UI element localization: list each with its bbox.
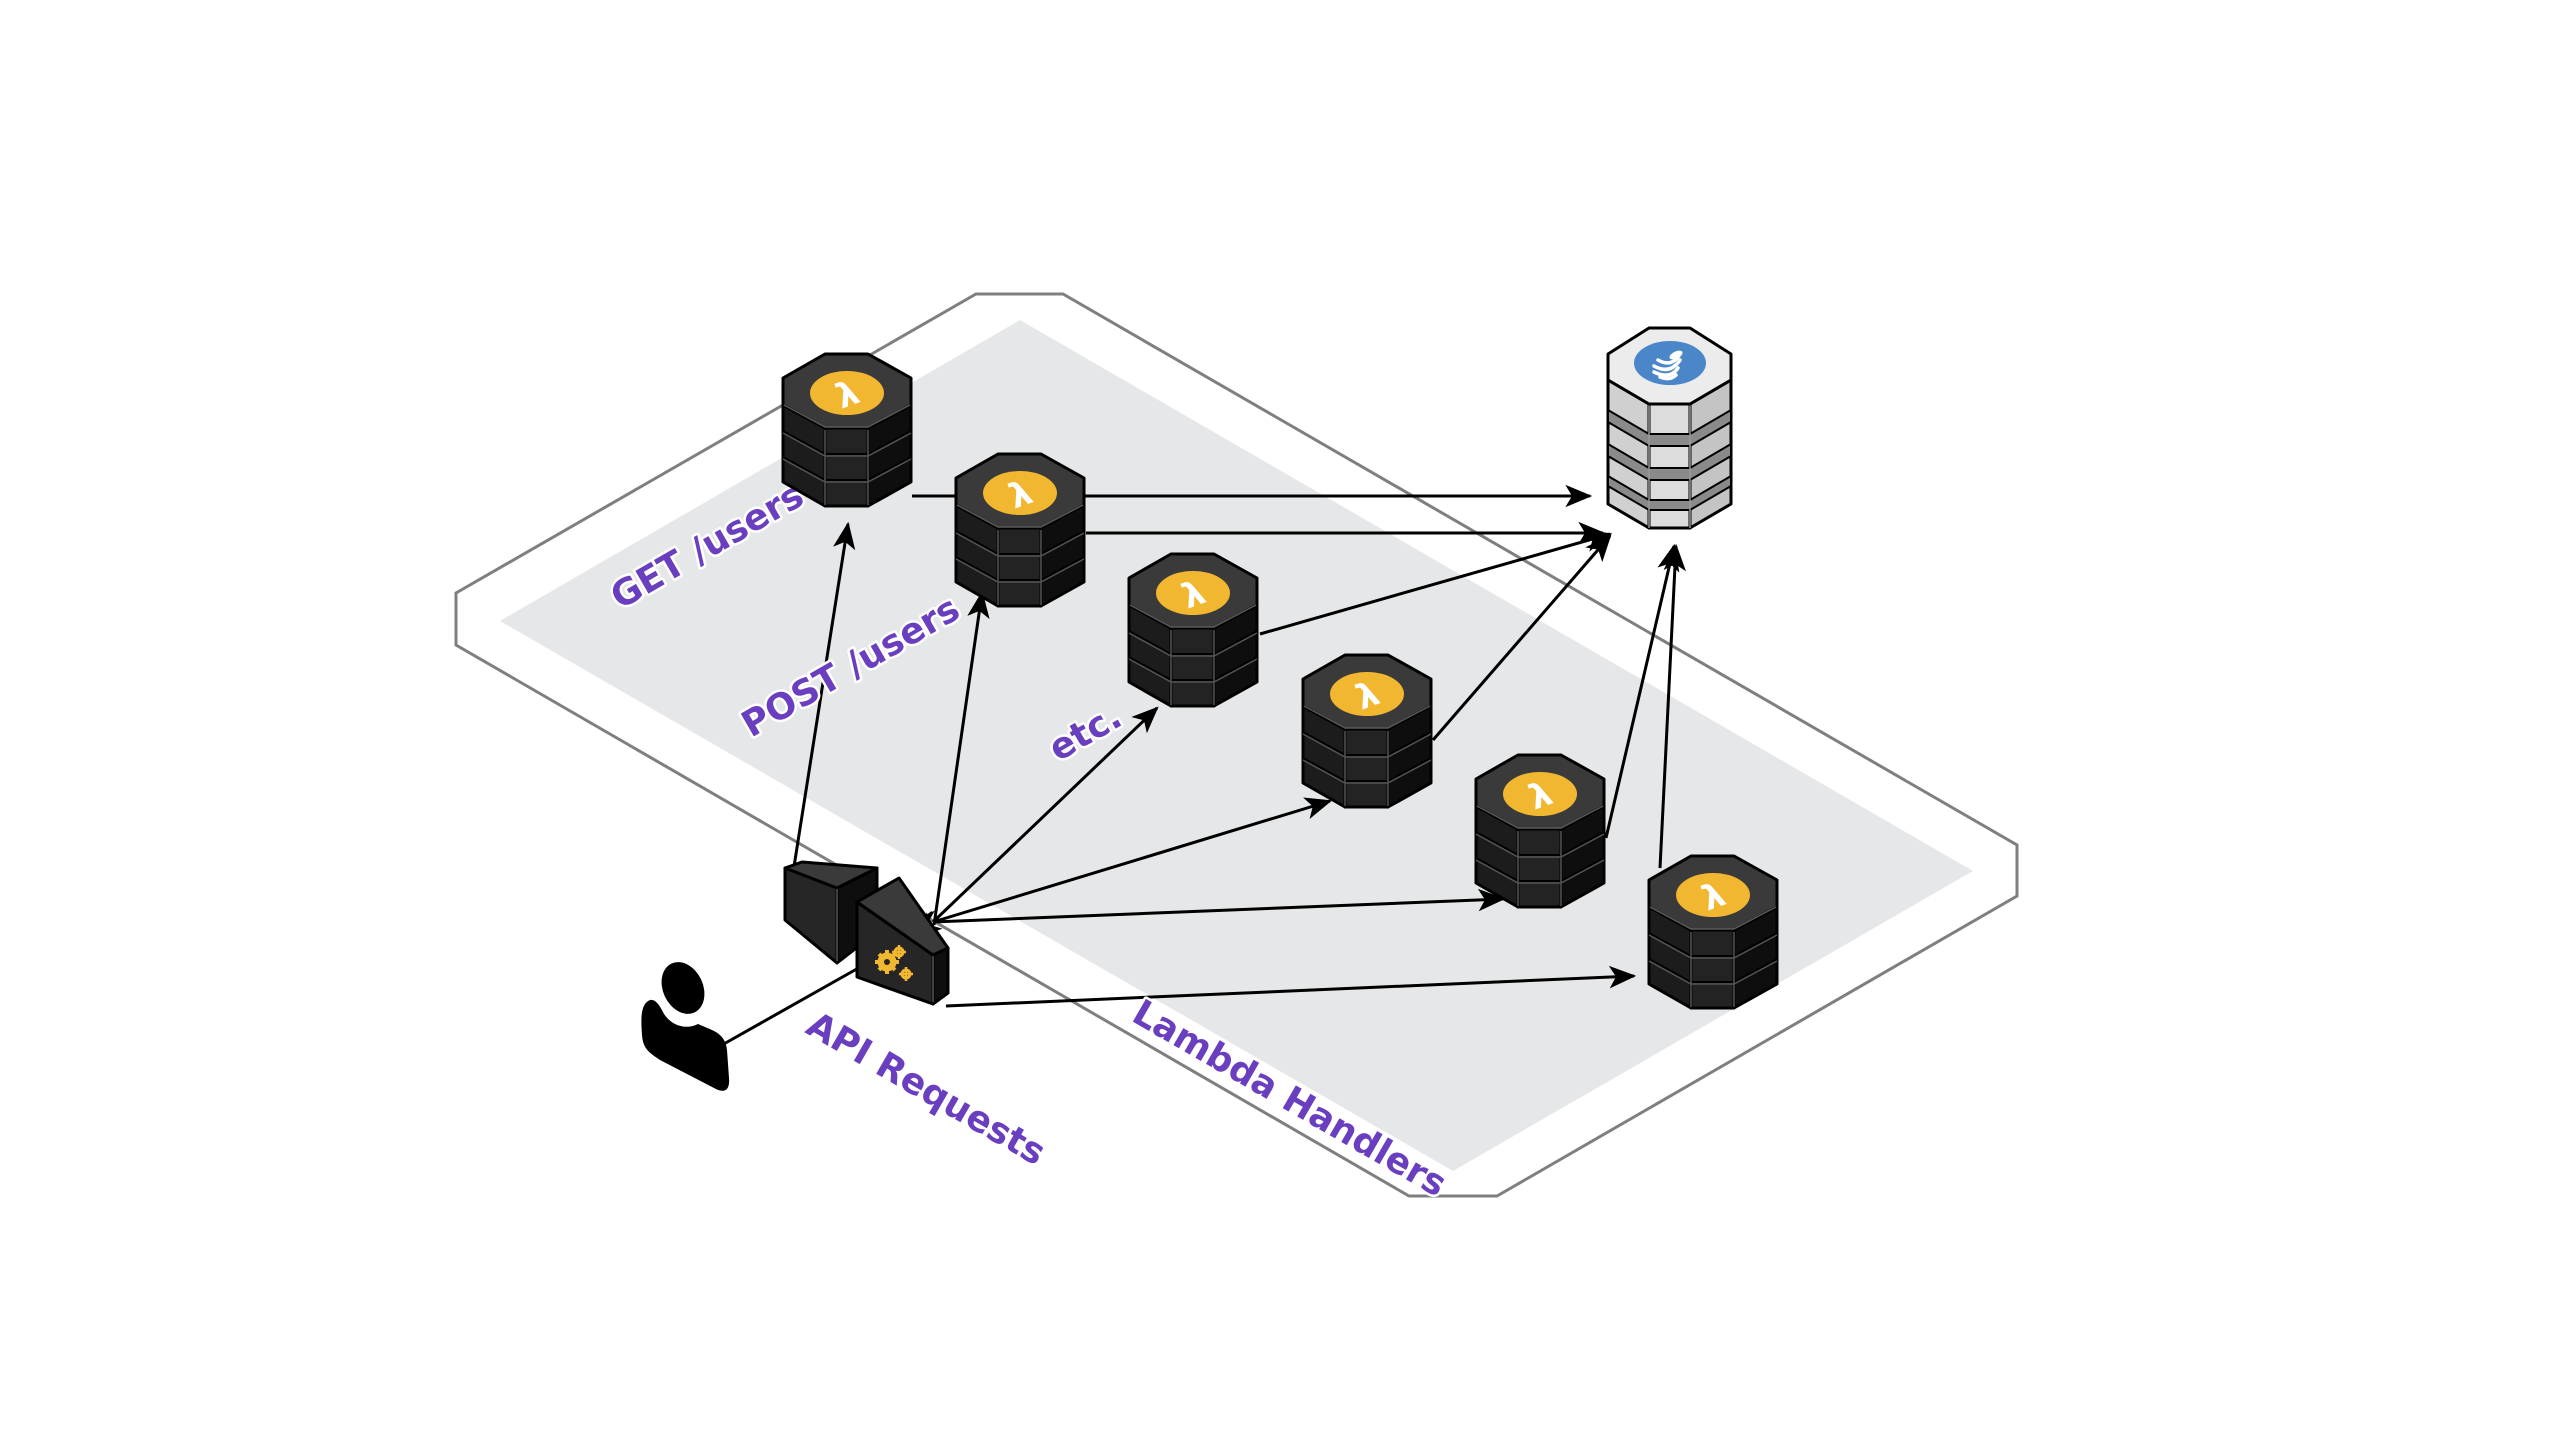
lambda-icon: λ [1156,571,1230,617]
lambda-node[interactable]: λ [1474,753,1606,909]
gears-icon [875,945,913,981]
edge-lambda-3-database [1259,529,1613,636]
user-node[interactable] [641,955,730,1091]
edge-lambda-4-database [1431,534,1612,741]
database-body [1606,378,1733,530]
lambda-icon: λ [810,371,884,417]
api-gateway-node[interactable] [783,860,950,1006]
platform-surface [500,320,1973,1171]
edge-lambda-6-database [1658,543,1687,869]
edge-user-gateway [721,964,863,1047]
lambda-node[interactable]: λ [1127,552,1259,708]
lambda-node[interactable]: λ [1301,653,1433,809]
lambda-node[interactable]: λ [1647,854,1779,1010]
database-node[interactable] [1606,326,1733,530]
lambda-icon: λ [983,471,1057,517]
edge-gateway-lambda-6 [945,965,1637,1008]
lambda-handlers: λ λ λ λ [781,352,1779,1010]
edge-lambda-5-database [1604,543,1680,839]
lambda-node[interactable]: λ [954,452,1086,608]
edges [721,484,1687,1047]
user-icon [641,962,730,1091]
edge-gateway-lambda-5 [908,888,1506,934]
label-api-requests: API Requests [800,1004,1053,1174]
database-icon [1634,341,1706,385]
lambda-node[interactable]: λ [781,352,913,508]
lambda-icon: λ [1503,772,1577,818]
lambda-icon: λ [1676,873,1750,919]
edge-gateway-lambda-1 [791,521,856,874]
lambda-icon: λ [1330,672,1404,718]
